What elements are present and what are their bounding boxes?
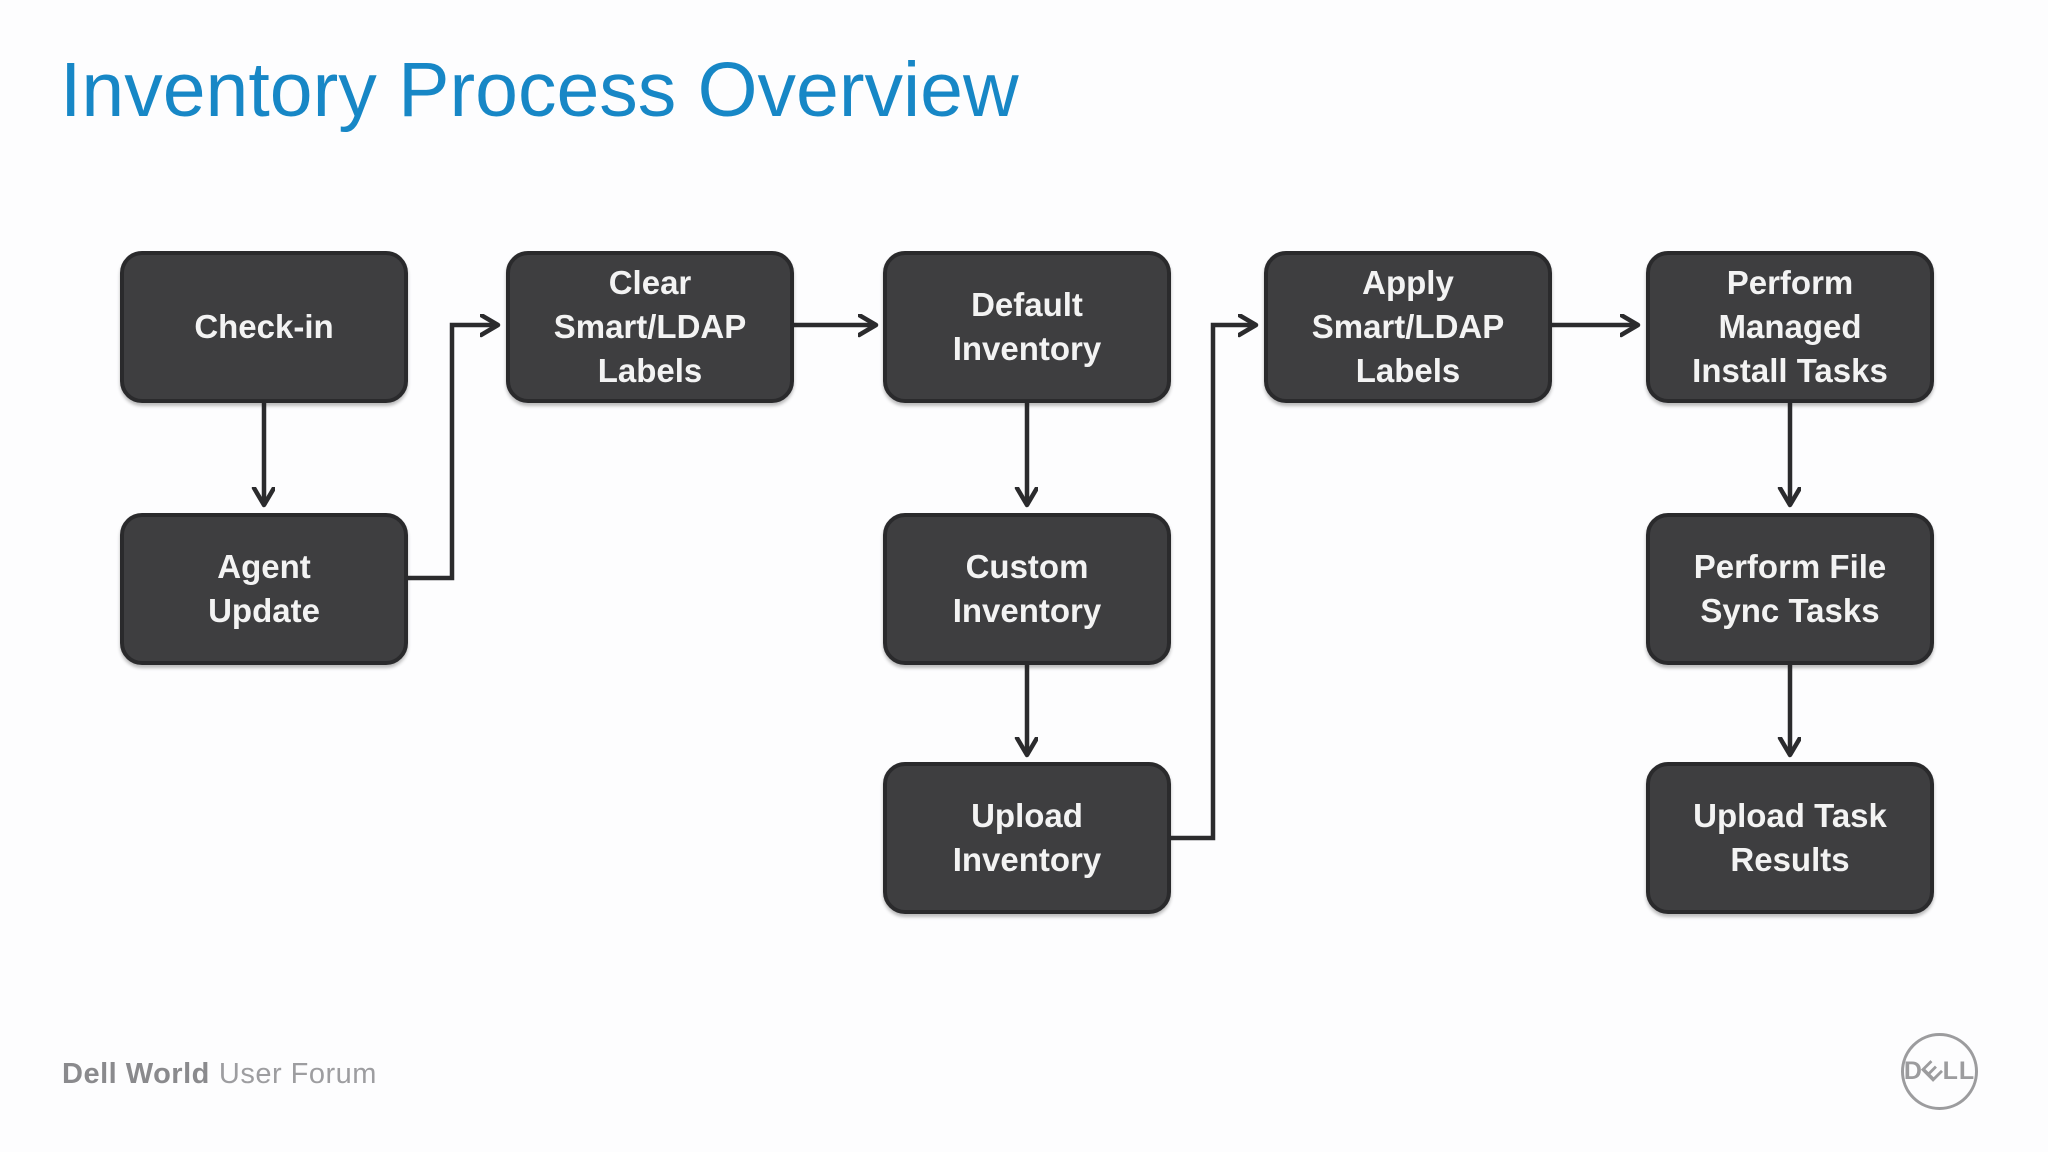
flow-node-label-line: Labels bbox=[597, 352, 703, 389]
flow-node-label-line: Smart/LDAP bbox=[1311, 308, 1505, 345]
dell-logo-letter-d: D bbox=[1903, 1057, 1923, 1085]
flow-node-label-line: Upload Task bbox=[1693, 797, 1887, 834]
edge-agent-to-clear bbox=[408, 325, 498, 581]
footer-brand-bold: Dell World bbox=[62, 1058, 210, 1090]
flow-node-label-line: Inventory bbox=[952, 841, 1102, 878]
edge-upload-to-apply bbox=[1171, 325, 1256, 841]
flow-node-label-line: Inventory bbox=[952, 592, 1102, 629]
flow-node-label-line: Custom bbox=[965, 548, 1089, 585]
flow-node-label-line: Agent bbox=[217, 548, 311, 585]
flow-node-label-line: Apply bbox=[1362, 264, 1454, 301]
flow-node-label-line: Inventory bbox=[952, 330, 1102, 367]
flow-node-label-line: Managed bbox=[1718, 308, 1862, 345]
flow-node-check-in: Check-in bbox=[120, 251, 408, 403]
flow-node-label-line: Check-in bbox=[194, 308, 334, 345]
dell-logo-letter-l2: L bbox=[1958, 1057, 1976, 1085]
flow-node-label-line: Perform bbox=[1726, 264, 1854, 301]
flow-node-label-line: Upload bbox=[971, 797, 1083, 834]
dell-logo: D E L L bbox=[1901, 1033, 1978, 1110]
dell-logo-letter-l1: L bbox=[1942, 1057, 1959, 1085]
flow-node-label-line: Results bbox=[1730, 841, 1850, 878]
flow-node-label-line: Update bbox=[208, 592, 320, 629]
flow-node-label-line: Smart/LDAP bbox=[553, 308, 747, 345]
flow-node-label-line: Install Tasks bbox=[1692, 352, 1888, 389]
flow-node-label-line: Clear bbox=[608, 264, 692, 301]
footer-brand-regular: User Forum bbox=[218, 1058, 377, 1090]
flow-node-label-line: Sync Tasks bbox=[1700, 592, 1880, 629]
flow-node-label-line: Perform File bbox=[1693, 548, 1887, 585]
flow-node-label-line: Default bbox=[971, 286, 1083, 323]
flow-node-label-line: Labels bbox=[1355, 352, 1461, 389]
page-title: Inventory Process Overview bbox=[60, 47, 1019, 133]
